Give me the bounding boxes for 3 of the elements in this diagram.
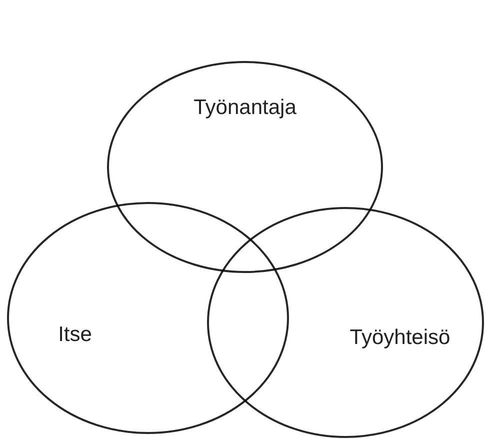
- circle-label: Työyhteisö: [350, 326, 450, 350]
- circle-label: Itse: [58, 323, 92, 347]
- circle-label: Työnantaja: [194, 96, 296, 120]
